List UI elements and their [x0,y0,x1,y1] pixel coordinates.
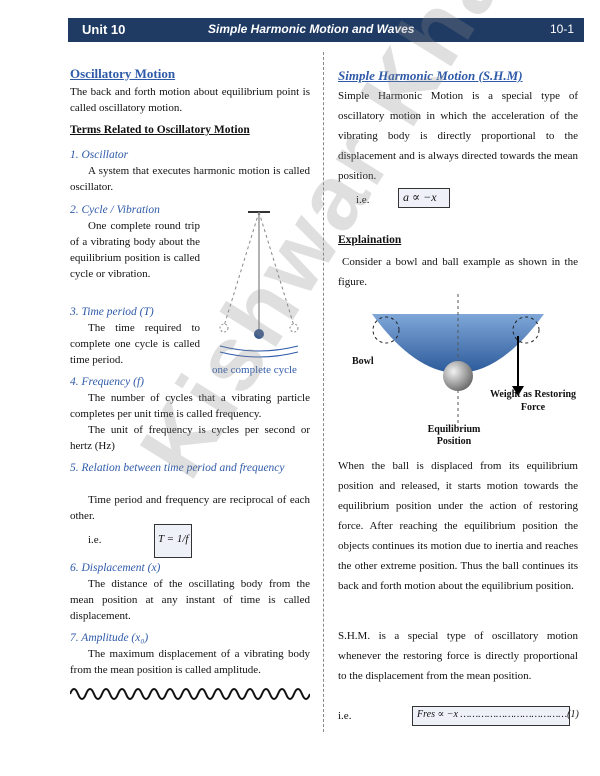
explanation-heading: Explaination [338,234,402,246]
term-frequency-unit: The unit of frequency is cycles per seco… [70,424,310,452]
force-ie: i.e. [338,710,352,722]
terms-heading: Terms Related to Oscillatory Motion [70,124,250,136]
oscillatory-motion-heading: Oscillatory Motion [70,66,176,81]
unit-label: Unit 10 [82,22,126,37]
term-relation-text: Time period and frequency are reciprocal… [70,494,310,522]
formula-relation: T = 1/f [158,533,189,545]
pendulum-bob [254,329,264,339]
term-frequency-title: 4. Frequency (f) [70,376,144,388]
shm-ie: i.e. [356,194,370,206]
formula-box-relation: T = 1/f [154,524,192,558]
term-time-period-text: The time required to complete one cycle … [70,322,200,366]
shm-heading: Simple Harmonic Motion (S.H.M) [338,68,523,83]
term-cycle-title: 2. Cycle / Vibration [70,204,160,216]
term-oscillator-text: A system that executes harmonic motion i… [70,165,310,193]
oscillatory-motion-text: The back and forth motion about equilibr… [70,86,310,114]
explanation-text: Consider a bowl and ball example as show… [338,256,578,288]
bowl-ball-figure [372,294,544,432]
shm-definition: Simple Harmonic Motion is a special type… [338,90,578,182]
label-bowl: Bowl [352,356,374,367]
ball [443,361,473,391]
formula-force: Fres ∝ −x ………………………………(1) [417,709,579,720]
explanation-paragraph-1: When the ball is displaced from its equi… [338,460,578,592]
page-number: 10-1 [549,22,574,36]
label-weight-restoring-force: Weight as Restoring Force [489,389,577,413]
term-frequency-text: The number of cycles that a vibrating pa… [70,392,310,420]
label-equilibrium-position: Equilibrium Position [427,424,481,447]
decorative-wave [70,688,310,700]
term-relation-title: 5. Relation between time period and freq… [70,462,285,474]
term-displacement-title: 6. Displacement (x) [70,562,161,574]
relation-ie: i.e. [88,534,102,546]
formula-box-force: Fres ∝ −x ………………………………(1) [412,706,579,726]
explanation-paragraph-2: S.H.M. is a special type of oscillatory … [338,630,578,682]
term-cycle-text: One complete round trip of a vibrating b… [70,220,200,280]
term-displacement-text: The distance of the oscillating body fro… [70,578,310,622]
formula-acceleration: a ∝ −x [403,190,437,204]
formula-box-acceleration: a ∝ −x [398,188,450,208]
term-oscillator-title: 1. Oscillator [70,149,129,161]
chapter-title: Simple Harmonic Motion and Waves [208,22,415,36]
term-time-period-title: 3. Time period (T) [70,306,154,318]
pendulum-caption: one complete cycle [212,364,297,376]
page-header: Unit 10 Simple Harmonic Motion and Waves… [68,18,584,42]
column-divider [323,52,324,732]
pendulum-figure [219,211,299,358]
term-amplitude-text: The maximum displacement of a vibrating … [70,648,310,676]
term-amplitude-title: 7. Amplitude (x₀) [70,632,149,644]
